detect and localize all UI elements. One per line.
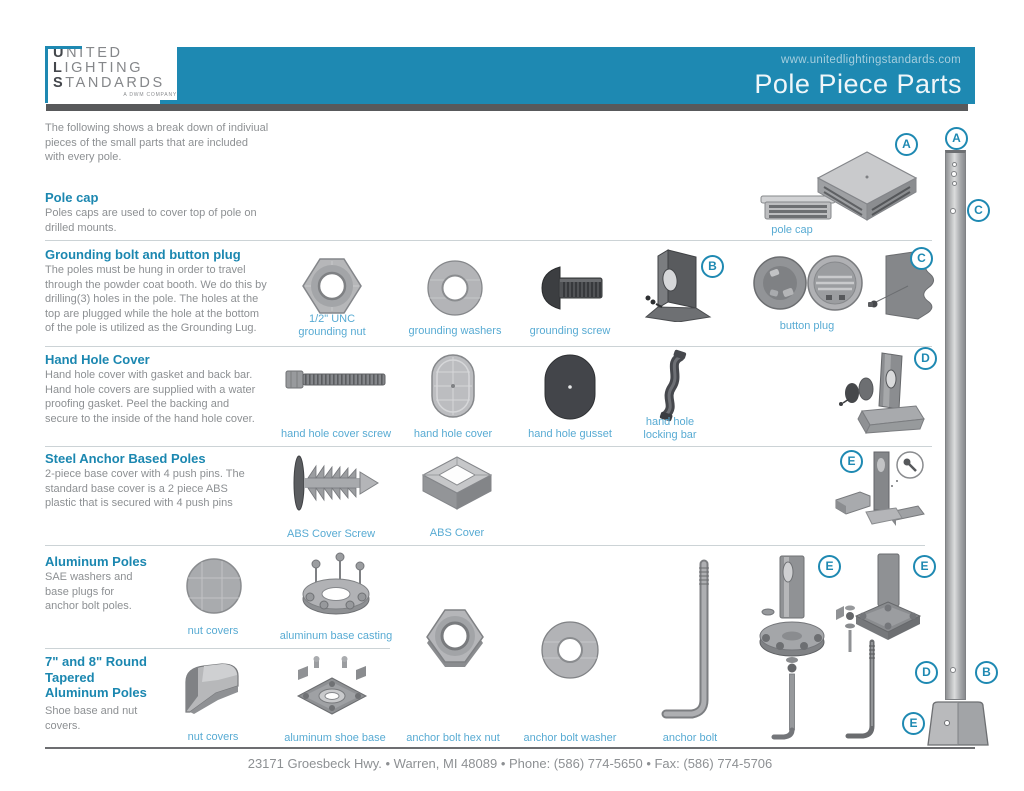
badge-e-pole-base: E <box>902 712 925 735</box>
part-label: grounding washers <box>408 325 502 337</box>
part-label: anchor bolt washer <box>523 732 617 744</box>
section-body-grounding: The poles must be hung in order to trave… <box>45 264 267 334</box>
hand-hole-gusset-image <box>544 354 596 420</box>
anchor-bolt-hex-nut-image <box>426 609 484 667</box>
badge-b-pole-bottom: B <box>975 661 998 684</box>
nut-cover-shoe-image <box>185 663 239 714</box>
badge-e-shoe-base: E <box>913 555 936 578</box>
section-divider <box>45 648 390 649</box>
hand-hole-locking-bar-image <box>659 349 687 422</box>
part-label: pole cap <box>771 224 813 236</box>
pole-hole <box>952 162 957 167</box>
logo-line-lighting: Lighting <box>53 60 144 76</box>
part-label: button plug <box>779 320 835 332</box>
logo-tagline: A DWM Company <box>123 92 177 98</box>
part-label: aluminum shoe base <box>284 732 386 744</box>
logo-bracket-icon <box>45 46 82 103</box>
hand-hole-screw-image <box>285 370 386 389</box>
section-divider <box>45 545 925 546</box>
company-logo: United Lighting Standards A DWM Company <box>45 45 177 103</box>
section-heading-steel-anchor: Steel Anchor Based Poles <box>45 451 206 466</box>
part-label: hand hole cover screw <box>280 428 392 440</box>
section-heading-tapered: 7" and 8" Round Tapered Aluminum Poles <box>45 654 147 700</box>
pole-hole <box>950 208 956 214</box>
part-label: 1/2" UNC grounding nut <box>298 313 366 338</box>
part-label: anchor bolt <box>662 732 718 744</box>
logo-line-standards: Standards <box>53 75 165 91</box>
part-label: ABS Cover <box>429 527 485 539</box>
part-label: ABS Cover Screw <box>286 528 376 540</box>
logo-line-united: United <box>53 45 123 61</box>
abs-cover-image <box>421 456 493 510</box>
nut-cover-round-image <box>186 558 242 614</box>
header-underline <box>46 104 968 111</box>
badge-c-pole-upper: C <box>967 199 990 222</box>
section-divider <box>45 446 932 447</box>
section-divider <box>45 240 932 241</box>
abs-cover-screw-image <box>293 455 379 511</box>
part-label: hand hole locking bar <box>643 416 697 441</box>
hand-hole-assembly-d-image <box>839 352 925 435</box>
aluminum-round-base-assembly-e-image <box>759 555 825 740</box>
section-heading-hand-hole: Hand Hole Cover <box>45 352 150 367</box>
badge-a-pole-cap: A <box>895 133 918 156</box>
badge-e-steel-base: E <box>840 450 863 473</box>
base-cover-assembly-e-image <box>835 451 925 526</box>
part-label: hand hole cover <box>413 428 493 440</box>
part-label: nut covers <box>187 731 239 743</box>
page-title: Pole Piece Parts <box>754 69 962 99</box>
pole-hole <box>951 171 957 177</box>
part-label: anchor bolt hex nut <box>406 732 500 744</box>
hand-hole-cover-image <box>431 354 475 418</box>
part-label: grounding screw <box>529 325 611 337</box>
badge-d-pole-bottom: D <box>915 661 938 684</box>
section-body-steel-anchor: 2-piece base cover with 4 push pins. The… <box>45 468 245 509</box>
pole-section-b-image <box>644 249 712 322</box>
aluminum-shoe-base-image <box>296 656 368 715</box>
section-heading-grounding: Grounding bolt and button plug <box>45 247 241 262</box>
section-heading-aluminum: Aluminum Poles <box>45 554 147 569</box>
pole-cap-iso-image <box>816 151 918 221</box>
section-body-pole-cap: Poles caps are used to cover top of pole… <box>45 207 257 234</box>
badge-b-grounding: B <box>701 255 724 278</box>
pole-cap-side-image <box>760 195 836 220</box>
section-body-tapered: Shoe base and nut covers. <box>45 705 138 732</box>
part-label: nut covers <box>187 625 239 637</box>
part-label: hand hole gusset <box>528 428 612 440</box>
badge-e-round-base: E <box>818 555 841 578</box>
grounding-screw-image <box>541 266 603 310</box>
anchor-bolt-small-image <box>845 639 875 739</box>
section-body-aluminum: SAE washers and base plugs for anchor bo… <box>45 571 133 612</box>
grounding-nut-image <box>302 258 362 314</box>
button-plug-image <box>753 255 863 311</box>
website-url: www.unitedlightingstandards.com <box>781 54 961 66</box>
badge-c-button-plug: C <box>910 247 933 270</box>
pole-base-cover-image <box>927 701 989 746</box>
footer-rule <box>45 747 975 749</box>
anchor-bolt-image <box>661 559 709 719</box>
pole-illustration <box>945 150 966 700</box>
anchor-bolt-washer-image <box>541 621 599 679</box>
badge-a-pole-top: A <box>945 127 968 150</box>
pole-hole <box>950 667 956 673</box>
section-divider <box>45 346 932 347</box>
grounding-washer-image <box>427 260 483 316</box>
aluminum-base-casting-image <box>302 552 370 615</box>
header-bar: www.unitedlightingstandards.com Pole Pie… <box>160 47 975 104</box>
section-heading-pole-cap: Pole cap <box>45 190 99 205</box>
part-label: aluminum base casting <box>279 630 393 642</box>
aluminum-shoe-base-assembly-e-image <box>836 553 922 652</box>
pole-hole <box>952 181 957 186</box>
footer-address: 23171 Groesbeck Hwy. • Warren, MI 48089 … <box>247 756 773 771</box>
section-body-hand-hole: Hand hole cover with gasket and back bar… <box>45 369 256 425</box>
badge-d-hand-hole: D <box>914 347 937 370</box>
intro-text: The following shows a break down of indi… <box>45 122 269 163</box>
